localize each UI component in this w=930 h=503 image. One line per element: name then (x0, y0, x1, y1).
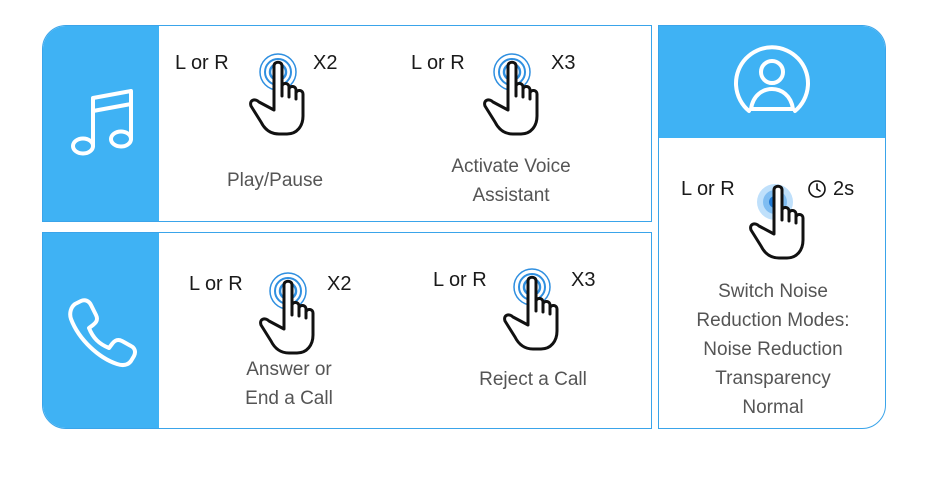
tap-side-label: L or R (433, 269, 487, 291)
call-controls-panel: L or R X2 Answer or End a Call L or R X3… (42, 232, 652, 429)
music-double-tap: L or R X2 Play/Pause (175, 46, 375, 216)
tap-side-label: L or R (189, 273, 243, 295)
tap-side-label: L or R (175, 52, 229, 74)
tap-count: X3 (551, 52, 576, 74)
noise-control-panel: L or R 2s Switch Noise Reduction Modes: … (658, 25, 886, 429)
user-icon (734, 45, 810, 113)
music-controls-panel: L or R X2 Play/Pause L or R X3 Activate … (42, 25, 652, 222)
noise-top-bar (659, 26, 885, 138)
tap-side-label: L or R (411, 52, 465, 74)
action-caption: Activate Voice Assistant (451, 156, 571, 206)
tap-count: X2 (313, 52, 338, 74)
music-triple-tap: L or R X3 Activate Voice Assistant (411, 46, 611, 216)
call-double-tap: L or R X2 Answer or End a Call (189, 263, 389, 423)
noise-caption: Switch Noise Reduction Modes: Noise Redu… (696, 281, 850, 418)
tap-gesture-icon (479, 53, 543, 136)
action-caption: Play/Pause (226, 170, 324, 191)
music-note-icon (71, 88, 133, 155)
call-side-bar (43, 233, 159, 428)
tap-gesture-icon (499, 268, 563, 351)
phone-icon (68, 297, 137, 367)
tap-count: X3 (571, 269, 596, 291)
tap-gesture-icon (245, 53, 309, 136)
tap-side-label: L or R (681, 178, 735, 200)
music-side-bar (43, 26, 159, 221)
tap-gesture-icon (255, 272, 319, 355)
timer-icon (808, 180, 826, 198)
action-caption: Reject a Call (479, 369, 587, 390)
action-caption: Answer or End a Call (245, 359, 333, 409)
call-triple-tap: L or R X3 Reject a Call (433, 263, 633, 423)
tap-count: X2 (327, 273, 352, 295)
tap-gesture-icon (745, 184, 809, 260)
hold-duration: 2s (833, 178, 855, 200)
